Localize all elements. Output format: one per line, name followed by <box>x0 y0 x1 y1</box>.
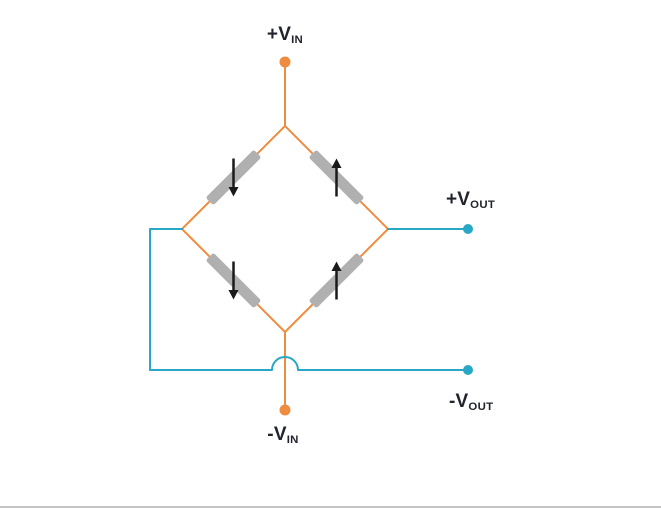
label-main: +V <box>266 24 292 45</box>
label-main: -V <box>267 424 287 445</box>
arrow-up-icon <box>331 158 342 197</box>
arrow-down-icon <box>228 158 239 197</box>
label-vout-positive: +VOUT <box>446 189 495 211</box>
wire-vout-negative-with-hop <box>149 228 469 371</box>
terminal-vout-negative <box>463 365 473 375</box>
arrow-up-icon <box>331 261 342 300</box>
label-main: +V <box>446 189 471 210</box>
terminal-vin-positive <box>279 56 291 68</box>
terminal-vin-negative <box>279 404 291 416</box>
label-subscript: IN <box>286 433 299 446</box>
label-subscript: OUT <box>468 400 494 413</box>
label-vin-positive: +VIN <box>267 24 303 46</box>
label-subscript: IN <box>291 33 304 46</box>
label-vin-negative: -VIN <box>267 424 298 446</box>
label-subscript: OUT <box>470 198 496 211</box>
terminal-vout-positive <box>463 224 473 234</box>
arrow-down-icon <box>228 261 239 300</box>
label-main: -V <box>449 391 469 412</box>
bridge-diamond-wires <box>181 125 389 333</box>
label-vout-negative: -VOUT <box>449 391 493 413</box>
